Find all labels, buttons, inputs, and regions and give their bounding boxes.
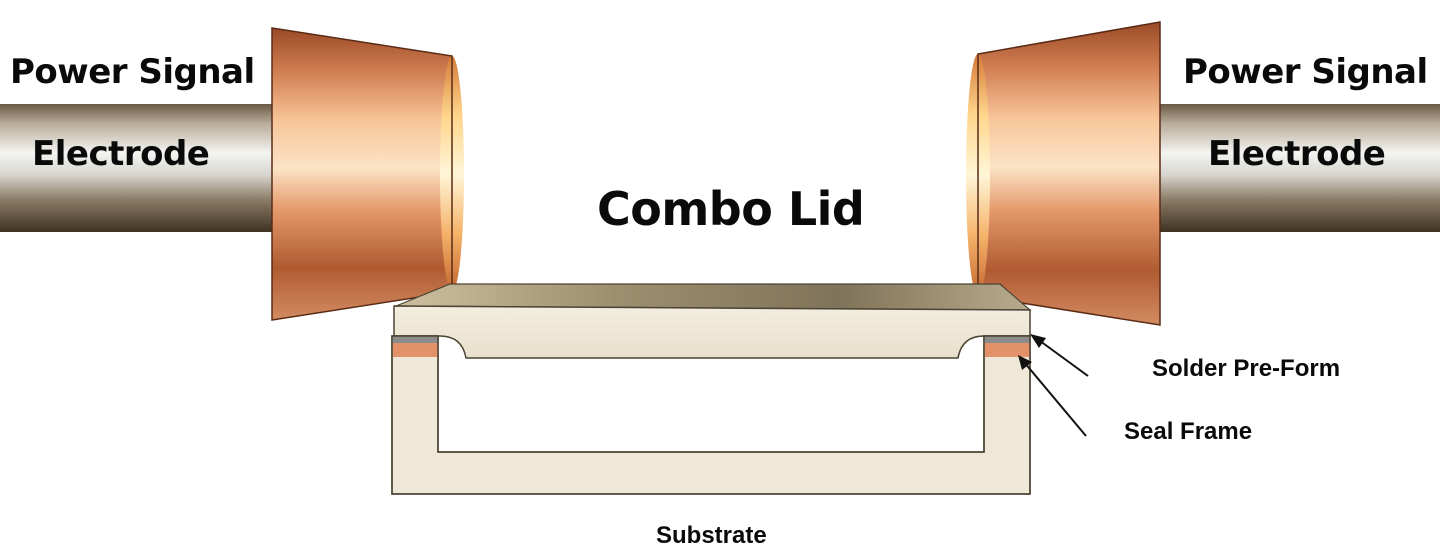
- left-copper-cone: [272, 28, 452, 320]
- seal-arrow-head: [1018, 355, 1032, 370]
- substrate: [391, 335, 1031, 495]
- right-electrode-rod: [1140, 104, 1440, 232]
- right-power-signal-label: Power Signal: [1183, 52, 1428, 92]
- solder-arrow: [1035, 337, 1089, 377]
- substrate-label: Substrate: [656, 522, 767, 549]
- seal-arrow: [1023, 361, 1087, 437]
- seal-frame-label: Seal Frame: [1124, 418, 1253, 445]
- solder-preform-label: Solder Pre-Form: [1152, 355, 1341, 382]
- left-power-signal-label: Power Signal: [10, 52, 255, 92]
- solder-arrow-head: [1030, 334, 1046, 348]
- left-electrode-label: Electrode: [32, 134, 210, 174]
- left-electrode-rod: [0, 104, 290, 232]
- combo-lid-slab: [393, 305, 1031, 359]
- right-electrode-label: Electrode: [1208, 134, 1386, 174]
- combo-lid-title: Combo Lid: [597, 182, 865, 236]
- seal-frame-left: [392, 336, 438, 343]
- right-copper-cone: [978, 22, 1160, 325]
- seal-frame-right: [984, 336, 1030, 343]
- solder-preform-right: [984, 343, 1030, 357]
- solder-preform-left: [392, 343, 438, 357]
